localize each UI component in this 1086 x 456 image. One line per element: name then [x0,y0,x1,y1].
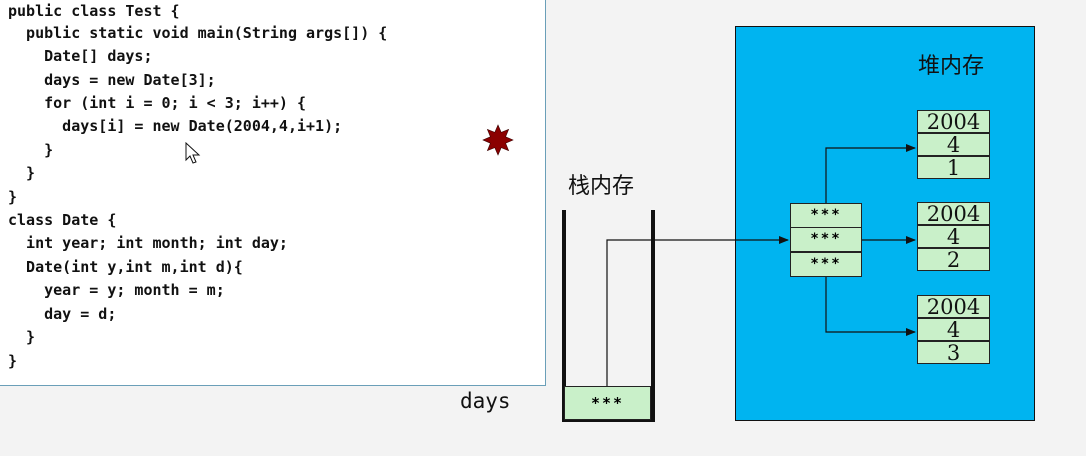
code-line-1: public class Test { [8,2,180,20]
arrow-array-0-to-object-1 [825,144,916,203]
code-line-12: Date(int y,int m,int d){ [8,258,243,276]
stack-memory-box [562,210,655,422]
date-object-2-day: 2 [917,248,990,271]
code-line-15: } [8,328,36,346]
array-ref-cell-2: *** [790,252,862,277]
date-object-1-day: 1 [917,156,990,179]
date-object-3-day: 3 [917,341,990,364]
code-line-13: year = y; month = m; [8,281,225,299]
code-line-10: class Date { [8,211,117,229]
stack-days-cell: *** [564,386,651,420]
star-icon [482,124,514,156]
code-line-16: } [8,352,18,370]
code-line-9: } [8,188,18,206]
heap-memory-label: 堆内存 [918,54,985,79]
code-line-3: Date[] days; [8,47,153,65]
date-object-1-month: 4 [917,133,990,156]
code-line-8: } [8,164,36,182]
days-variable-label: days [460,389,511,413]
code-panel: public class Test { public static void m… [0,0,546,386]
code-line-7: } [8,141,54,159]
stack-memory-label: 栈内存 [568,174,635,199]
code-line-6: days[i] = new Date(2004,4,i+1); [8,117,343,135]
date-object-3-month: 4 [917,318,990,341]
arrow-array-2-to-object-3 [825,277,916,336]
arrow-stack-to-array [606,236,789,386]
date-object-2-year: 2004 [917,202,990,225]
code-line-4: days = new Date[3]; [8,71,216,89]
code-line-14: day = d; [8,305,117,323]
code-line-5: for (int i = 0; i < 3; i++) { [8,94,307,112]
code-line-11: int year; int month; int day; [8,234,288,252]
date-object-1-year: 2004 [917,110,990,133]
array-ref-cell-1: *** [790,227,862,252]
date-object-3-year: 2004 [917,295,990,318]
cursor-icon [185,142,201,164]
code-line-2: public static void main(String args[]) { [8,24,388,42]
date-object-2-month: 4 [917,225,990,248]
